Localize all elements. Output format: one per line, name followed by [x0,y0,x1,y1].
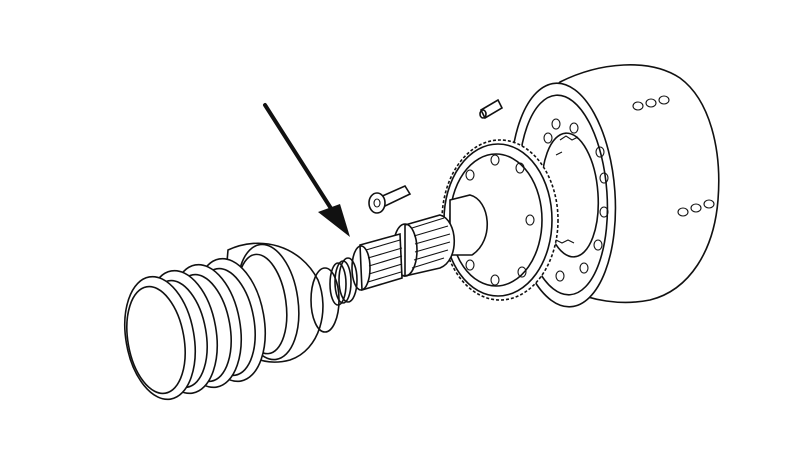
splined-shaft [351,194,488,292]
coil-spring [124,257,266,401]
pointer-arrow [263,103,350,237]
ring-gear [441,139,559,301]
cap-screw [368,184,412,214]
housing-side-holes [632,95,715,217]
dowel-pin [479,98,504,120]
snap-ring [329,257,358,306]
